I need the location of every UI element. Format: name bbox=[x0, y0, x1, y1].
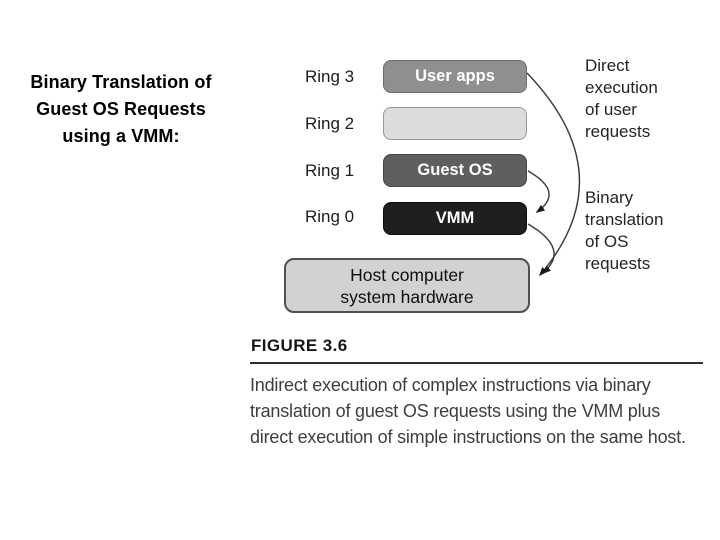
binary-translation-annotation: Binary translation of OS requests bbox=[585, 187, 710, 275]
direct-line-2: execution bbox=[585, 78, 658, 97]
binary-line-3: of OS bbox=[585, 232, 629, 251]
direct-line-1: Direct bbox=[585, 56, 630, 75]
ring2-label: Ring 2 bbox=[305, 114, 355, 133]
ring1-label: Ring 1 bbox=[305, 161, 355, 180]
figure-number-label: FIGURE 3.6 bbox=[251, 336, 348, 355]
slide-title-line-3: using a VMM: bbox=[62, 126, 180, 146]
direct-line-4: requests bbox=[585, 122, 651, 141]
ring3-label: Ring 3 bbox=[305, 67, 355, 86]
direct-execution-arrow bbox=[526, 72, 581, 277]
vmm-to-hardware-arrow bbox=[527, 223, 555, 274]
slide-title-line-1: Binary Translation of bbox=[30, 72, 212, 92]
figure-caption-line-3: direct execution of simple instructions … bbox=[250, 427, 686, 447]
guestos-to-vmm-arrow bbox=[527, 170, 550, 213]
binary-line-1: Binary bbox=[585, 188, 634, 207]
host-hardware-line-1: Host computer bbox=[350, 264, 464, 285]
host-hardware-box: Host computer system hardware bbox=[284, 258, 530, 313]
ring0-label: Ring 0 bbox=[305, 207, 355, 226]
host-hardware-line-2: system hardware bbox=[340, 286, 474, 307]
binary-line-4: requests bbox=[585, 254, 651, 273]
ring2-empty-box bbox=[383, 107, 527, 140]
figure-caption: Indirect execution of complex instructio… bbox=[250, 372, 720, 450]
figure-caption-line-1: Indirect execution of complex instructio… bbox=[250, 375, 651, 395]
vmm-box: VMM bbox=[383, 202, 527, 235]
direct-execution-annotation: Direct execution of user requests bbox=[585, 55, 710, 143]
slide-title-line-2: Guest OS Requests bbox=[36, 99, 206, 119]
direct-line-3: of user bbox=[585, 100, 637, 119]
figure-rule bbox=[250, 362, 703, 364]
slide-title: Binary Translation of Guest OS Requests … bbox=[24, 69, 218, 150]
guest-os-box: Guest OS bbox=[383, 154, 527, 187]
figure-caption-line-2: translation of guest OS requests using t… bbox=[250, 401, 661, 421]
binary-line-2: translation bbox=[585, 210, 664, 229]
user-apps-box: User apps bbox=[383, 60, 527, 93]
